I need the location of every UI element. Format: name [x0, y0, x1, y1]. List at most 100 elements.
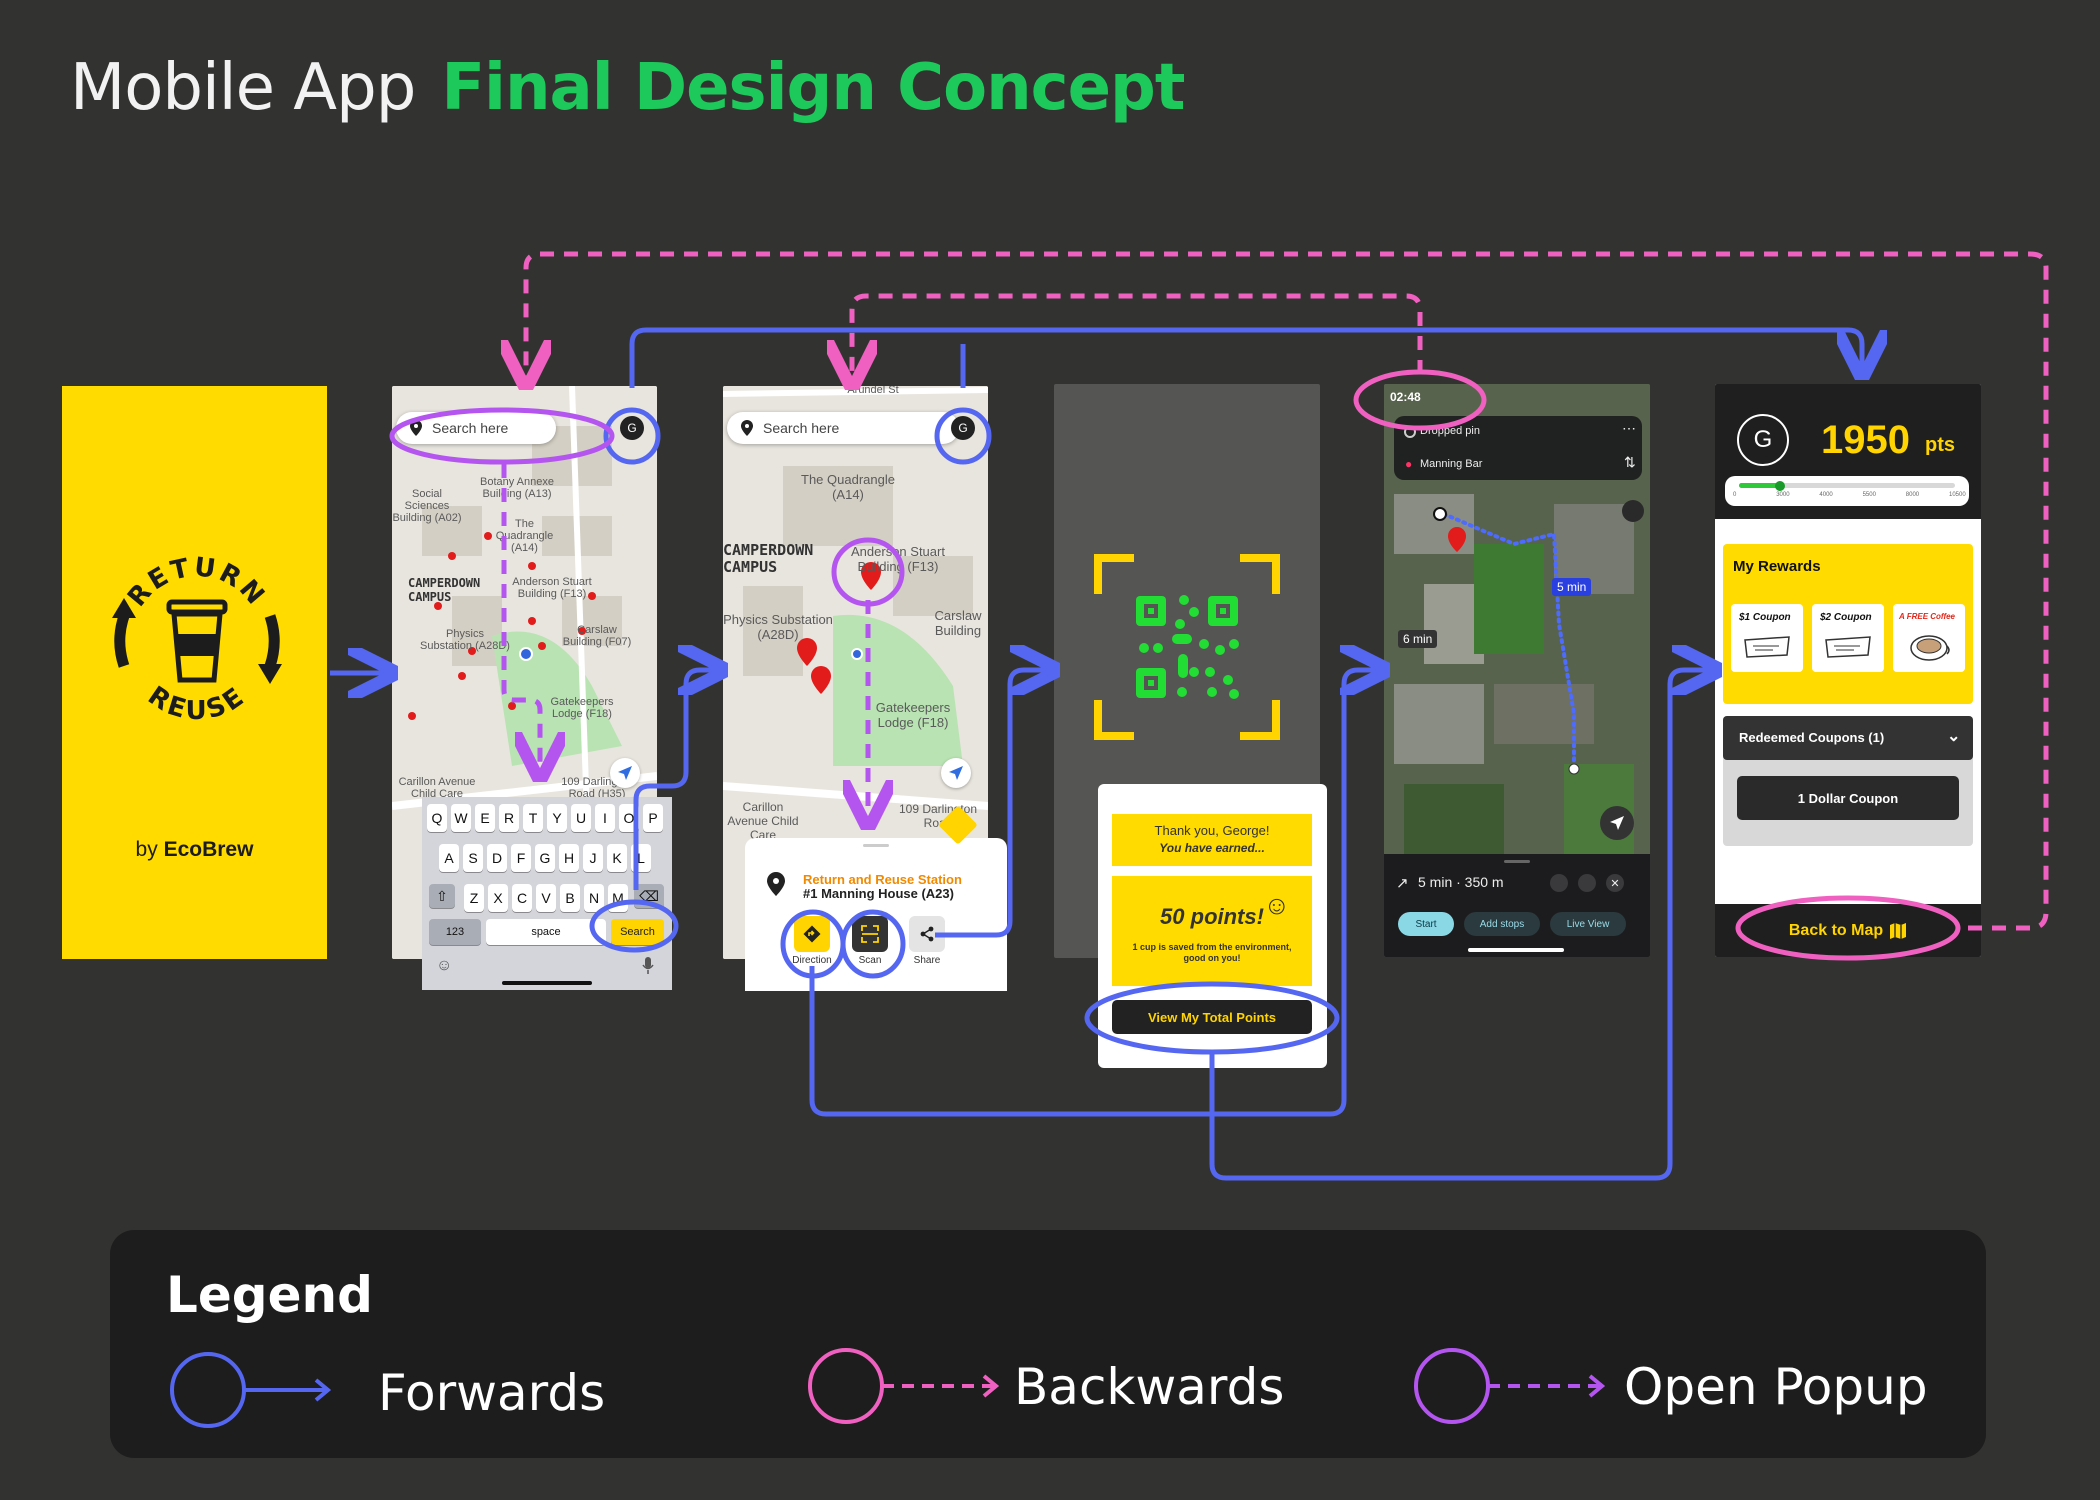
points-card: 50 points! ☺ 1 cup is saved from the env…	[1112, 876, 1312, 986]
direction-action[interactable]: Direction	[792, 916, 832, 966]
coupon-card[interactable]: $1 Coupon	[1731, 604, 1803, 672]
letter-key[interactable]: N	[584, 884, 604, 912]
map-label: Social Sciences Building (A02)	[392, 488, 462, 524]
letter-key[interactable]: J	[583, 844, 603, 872]
live-view-button[interactable]: Live View	[1550, 912, 1626, 936]
letter-key[interactable]: Q	[427, 804, 447, 832]
letter-key[interactable]: O	[619, 804, 639, 832]
microphone-icon[interactable]	[642, 957, 654, 975]
coupon-card[interactable]: $2 Coupon	[1812, 604, 1884, 672]
shift-key[interactable]: ⇧	[429, 884, 455, 908]
letter-key[interactable]: S	[463, 844, 483, 872]
letter-key[interactable]: V	[536, 884, 556, 912]
search-input[interactable]: Search here	[727, 412, 959, 444]
title-prefix: Mobile App	[70, 51, 416, 125]
share-action[interactable]: Share	[907, 916, 947, 966]
letter-key[interactable]: M	[608, 884, 628, 912]
letter-key[interactable]: T	[523, 804, 543, 832]
start-button[interactable]: Start	[1398, 912, 1454, 936]
layers-icon[interactable]	[1622, 500, 1644, 522]
letter-key[interactable]: L	[631, 844, 651, 872]
origin-field[interactable]: Dropped pin	[1420, 425, 1480, 437]
coffee-cup-icon	[1910, 635, 1950, 661]
alt-route-time-label: 6 min	[1398, 630, 1438, 648]
redeemed-coupon-item[interactable]: 1 Dollar Coupon	[1737, 776, 1959, 820]
svg-text:REUSE: REUSE	[142, 681, 251, 726]
share-icon[interactable]	[1578, 874, 1596, 892]
scan-action[interactable]: Scan	[850, 916, 890, 966]
points-unit: pts	[1925, 434, 1955, 456]
recenter-button[interactable]	[1600, 806, 1634, 840]
origin-dot-icon	[1404, 426, 1416, 438]
backspace-key[interactable]: ⌫	[634, 884, 664, 908]
destination-field[interactable]: Manning Bar	[1420, 458, 1483, 470]
map-label: Physics Substation (A28D)	[723, 612, 833, 642]
add-stops-button[interactable]: Add stops	[1464, 912, 1540, 936]
letter-key[interactable]: Z	[464, 884, 484, 912]
letter-key[interactable]: F	[511, 844, 531, 872]
letter-key[interactable]: D	[487, 844, 507, 872]
coupon-ticket-icon	[1744, 636, 1790, 658]
coupon-title: $1 Coupon	[1739, 612, 1791, 623]
letter-key[interactable]: A	[439, 844, 459, 872]
legend: Legend Forwards Backwards Open Popup	[110, 1230, 1986, 1458]
numbers-key[interactable]: 123	[429, 919, 481, 945]
avatar[interactable]: G	[951, 416, 975, 440]
navigate-arrow-icon	[1610, 816, 1624, 830]
swap-icon[interactable]: ⇅	[1624, 454, 1636, 470]
redeemed-coupons-toggle[interactable]: Redeemed Coupons (1) ⌄	[1723, 716, 1973, 760]
my-location-button[interactable]	[610, 758, 640, 788]
view-total-points-button[interactable]: View My Total Points	[1112, 1000, 1312, 1034]
redeemed-coupons-panel: Redeemed Coupons (1) ⌄ 1 Dollar Coupon	[1723, 716, 1973, 846]
more-options-icon[interactable]: ⋯	[1622, 420, 1636, 436]
map-label: Carslaw Building (F07)	[562, 624, 632, 648]
letter-key[interactable]: E	[475, 804, 495, 832]
location-pin-icon	[741, 420, 753, 436]
logo-bottom-text: REUSE	[142, 681, 248, 726]
coupon-card[interactable]: A FREE Coffee	[1893, 604, 1965, 672]
sheet-handle[interactable]	[1504, 860, 1530, 863]
route-summary-sheet: ↗ 5 min · 350 m ✕ Start Add stops Live V…	[1384, 854, 1650, 957]
emoji-icon[interactable]: ☺	[436, 957, 453, 974]
sheet-handle[interactable]	[863, 844, 889, 847]
avatar[interactable]: G	[620, 416, 644, 440]
letter-key[interactable]: W	[451, 804, 471, 832]
cup-saved-text: 1 cup is saved from the environment, goo…	[1132, 942, 1292, 963]
letter-key[interactable]: H	[559, 844, 579, 872]
coupon-ticket-icon	[1825, 636, 1871, 658]
letter-key[interactable]: X	[488, 884, 508, 912]
letter-key[interactable]: G	[535, 844, 555, 872]
map-label: Anderson Stuart Building (F13)	[512, 576, 592, 600]
progress-tick-label: 8000	[1905, 492, 1920, 498]
letter-key[interactable]: R	[499, 804, 519, 832]
search-placeholder: Search here	[432, 420, 509, 436]
navigate-arrow-icon	[618, 766, 632, 780]
close-icon[interactable]: ✕	[1606, 874, 1624, 892]
map-label: Gatekeepers Lodge (F18)	[550, 696, 614, 720]
directions-icon	[794, 916, 830, 952]
options-icon[interactable]	[1550, 874, 1568, 892]
coupon-title: $2 Coupon	[1820, 612, 1872, 623]
avatar[interactable]: G	[1737, 414, 1789, 466]
progress-tick-label: 0	[1733, 492, 1737, 498]
progress-tick-label: 4000	[1819, 492, 1833, 498]
letter-key[interactable]: C	[512, 884, 532, 912]
letter-key[interactable]: U	[571, 804, 591, 832]
my-location-button[interactable]	[941, 758, 971, 788]
splash-screen: RETURN REUSE by EcoBrew	[62, 386, 327, 959]
letter-key[interactable]: Y	[547, 804, 567, 832]
letter-key[interactable]: K	[607, 844, 627, 872]
search-input[interactable]: Search here	[396, 412, 556, 444]
space-key[interactable]: space	[486, 919, 606, 945]
letter-key[interactable]: B	[560, 884, 580, 912]
route-endpoints-card: Dropped pin ⋯ ● Manning Bar ⇅	[1394, 416, 1642, 480]
keyboard-search-key[interactable]: Search	[611, 919, 664, 945]
legend-item-backwards: Backwards	[1014, 1358, 1285, 1416]
letter-key[interactable]: P	[643, 804, 663, 832]
route-summary: 5 min · 350 m	[1418, 874, 1504, 890]
legend-item-forwards: Forwards	[378, 1364, 606, 1422]
back-to-map-button[interactable]: Back to Map	[1715, 904, 1981, 957]
letter-key[interactable]: I	[595, 804, 615, 832]
